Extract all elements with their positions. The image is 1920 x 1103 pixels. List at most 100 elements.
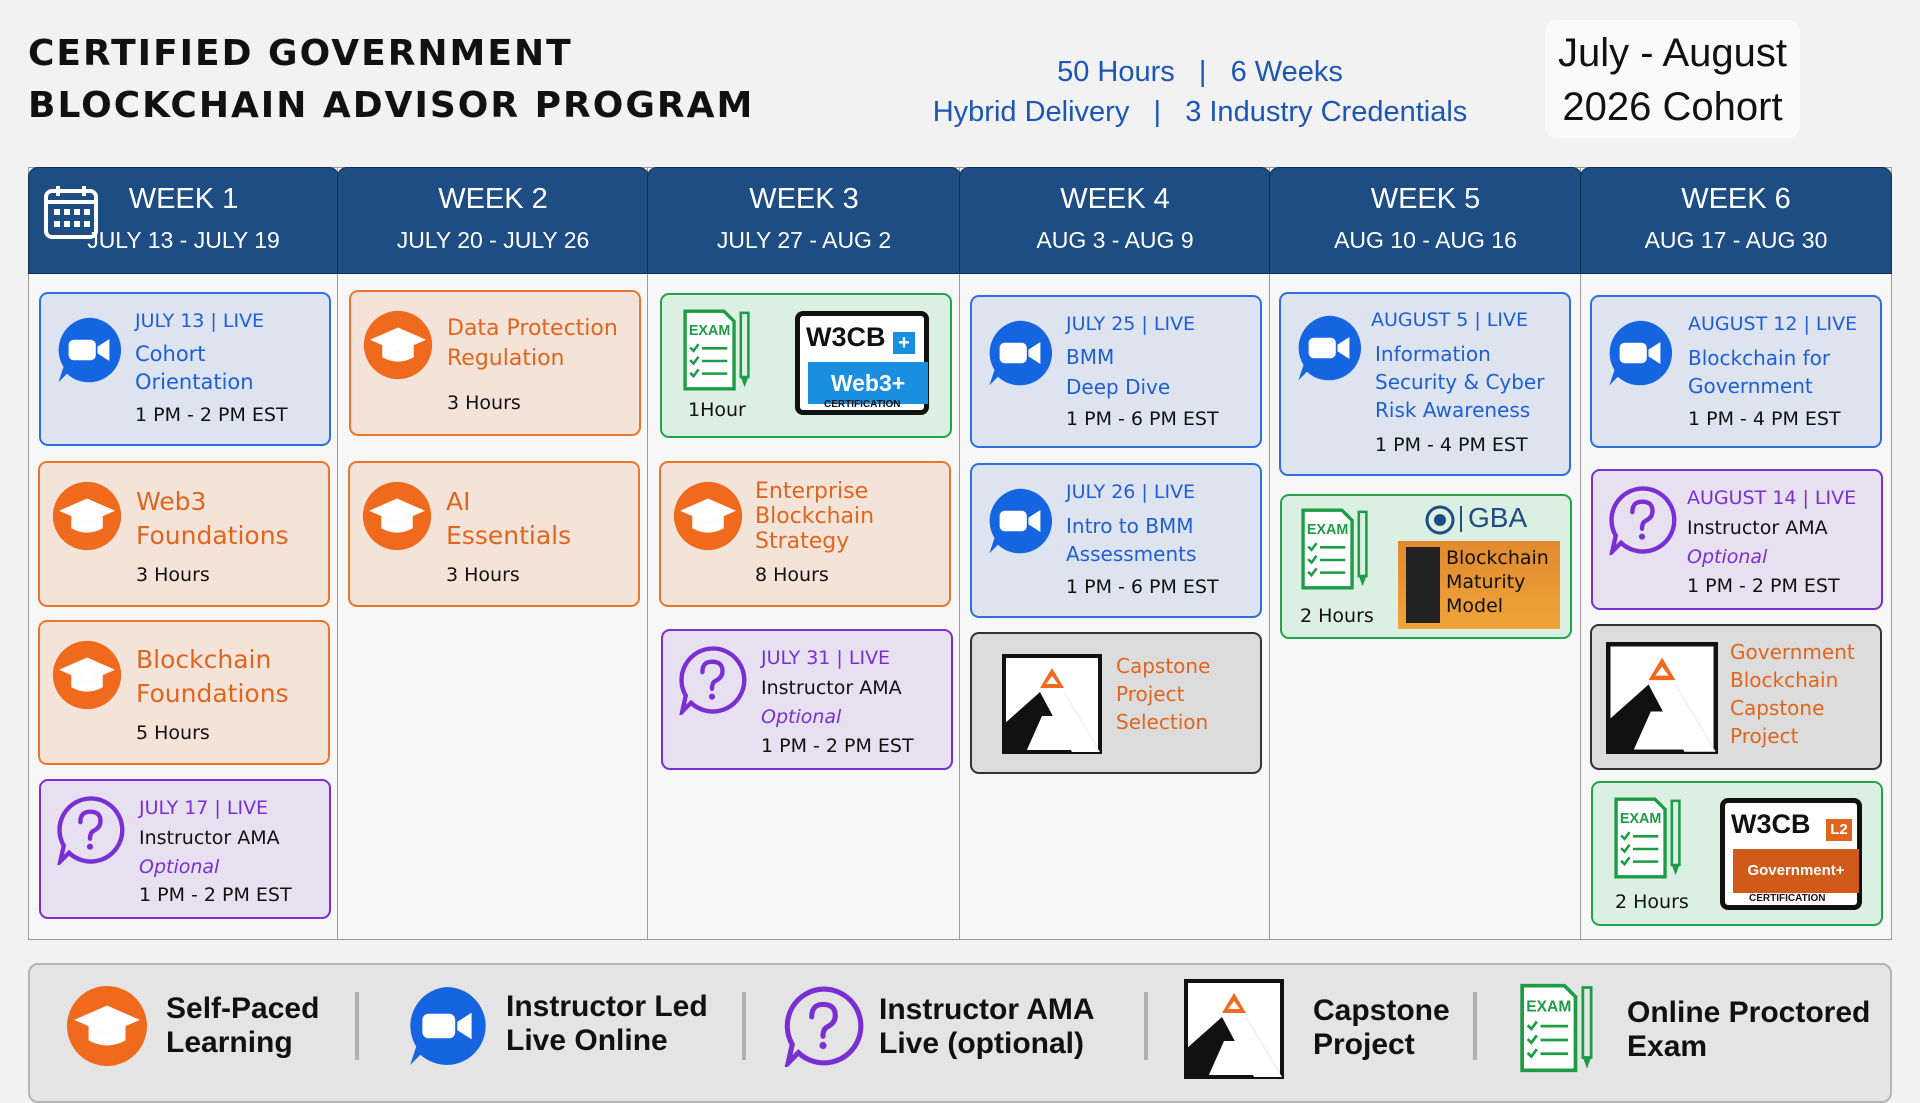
legend-separator <box>1473 992 1477 1060</box>
legend-ama-line-1: Instructor AMA <box>879 993 1095 1026</box>
certification-label: CERTIFICATION <box>824 399 901 410</box>
legend-instructor-ama: Instructor AMA Live (optional) <box>879 993 1095 1061</box>
legend-capstone: Capstone Project <box>1313 994 1450 1062</box>
week-2-header: WEEK 2 JULY 20 - JULY 26 <box>337 167 649 274</box>
week-dates: AUG 17 - AUG 30 <box>1644 227 1828 253</box>
course-card-web3-foundations[interactable]: Web3 Foundations 3 Hours <box>38 461 330 607</box>
session-time: 1 PM - 6 PM EST <box>1066 408 1219 430</box>
title-line-2: BLOCKCHAIN ADVISOR PROGRAM <box>28 85 755 126</box>
course-card-enterprise-blockchain[interactable]: Enterprise Blockchain Strategy 8 Hours <box>659 461 951 607</box>
session-time: 1 PM - 2 PM EST <box>139 884 292 906</box>
exam-sheet-icon <box>1514 982 1602 1074</box>
graduation-cap-icon <box>66 985 148 1067</box>
session-date: AUGUST 12 | LIVE <box>1688 313 1858 335</box>
week-dates: JULY 20 - JULY 26 <box>396 227 590 253</box>
video-call-icon <box>1606 319 1674 387</box>
session-optional: Optional <box>1687 546 1768 568</box>
capstone-title-4: Project <box>1730 724 1799 748</box>
week-dates: AUG 10 - AUG 16 <box>1334 227 1517 253</box>
week-1-header: WEEK 1 JULY 13 - JULY 19 <box>28 167 339 274</box>
course-hours: 8 Hours <box>755 564 829 586</box>
exam-sheet-icon <box>1611 793 1687 883</box>
session-card-instructor-ama-w6[interactable]: AUGUST 14 | LIVE Instructor AMA Optional… <box>1591 469 1883 610</box>
w3cb-certification-logo: W3CB + Web3+ CERTIFICATION <box>795 311 929 415</box>
session-card-blockchain-for-government[interactable]: AUGUST 12 | LIVE Blockchain for Governme… <box>1590 295 1882 448</box>
session-title: Instructor AMA <box>139 827 280 849</box>
week-label: WEEK 3 <box>749 183 859 215</box>
session-card-cohort-orientation[interactable]: JULY 13 | LIVE Cohort Orientation 1 PM -… <box>39 292 331 446</box>
course-hours: 3 Hours <box>136 564 210 586</box>
course-title-1: Web3 <box>136 487 207 516</box>
session-title-1: BMM <box>1066 345 1115 369</box>
bmm-logo: Blockchain Maturity Model <box>1398 541 1560 629</box>
capstone-title-1: Government <box>1730 640 1855 664</box>
legend-instructor-line-2: Live Online <box>506 1024 668 1057</box>
session-title-3: Risk Awareness <box>1375 398 1531 422</box>
exam-card-government-plus[interactable]: 2 Hours W3CB L2 Government+ CERTIFICATIO… <box>1591 781 1883 926</box>
exam-hours: 2 Hours <box>1300 605 1374 627</box>
stats-line-1: 50 Hours | 6 Weeks <box>1057 56 1343 88</box>
course-card-data-protection[interactable]: Data Protection Regulation 3 Hours <box>349 290 641 436</box>
calendar-icon <box>44 186 98 239</box>
capstone-card-government[interactable]: Government Blockchain Capstone Project <box>1590 624 1882 770</box>
session-date: AUGUST 14 | LIVE <box>1687 487 1857 509</box>
capstone-card-selection[interactable]: Capstone Project Selection <box>970 632 1262 774</box>
w3cb-l2-certification-logo: W3CB L2 Government+ CERTIFICATION <box>1720 798 1862 910</box>
certification-label: CERTIFICATION <box>1749 893 1826 904</box>
course-hours: 3 Hours <box>447 392 521 414</box>
graduation-cap-icon <box>52 640 122 710</box>
capstone-icon <box>1606 642 1718 754</box>
week-4-header: WEEK 4 AUG 3 - AUG 9 <box>959 167 1271 274</box>
session-date: AUGUST 5 | LIVE <box>1371 309 1529 331</box>
session-title-1: Blockchain for <box>1688 346 1831 370</box>
session-card-instructor-ama-w3[interactable]: JULY 31 | LIVE Instructor AMA Optional 1… <box>661 629 953 770</box>
graduation-cap-icon <box>52 481 122 551</box>
government-plus-badge: Government+ <box>1733 849 1859 893</box>
session-date: JULY 25 | LIVE <box>1066 313 1196 335</box>
gba-logo-text: GBA <box>1468 502 1528 533</box>
session-time: 1 PM - 2 PM EST <box>1687 575 1840 597</box>
session-card-bmm-deep-dive[interactable]: JULY 25 | LIVE BMM Deep Dive 1 PM - 6 PM… <box>970 295 1262 448</box>
week-5-header: WEEK 5 AUG 10 - AUG 16 <box>1269 167 1582 274</box>
course-card-ai-essentials[interactable]: AI Essentials 3 Hours <box>348 461 640 607</box>
course-title-2: Foundations <box>136 521 289 550</box>
session-card-intro-bmm-assessments[interactable]: JULY 26 | LIVE Intro to BMM Assessments … <box>970 463 1262 618</box>
session-title: Instructor AMA <box>761 677 902 699</box>
cohort-badge: July - August 2026 Cohort <box>1545 20 1800 138</box>
week-dates: AUG 3 - AUG 9 <box>1036 227 1194 253</box>
session-card-security-cyber[interactable]: AUGUST 5 | LIVE Information Security & C… <box>1279 292 1571 476</box>
exam-card-web3-plus[interactable]: 1Hour W3CB + Web3+ CERTIFICATION <box>660 293 952 438</box>
bmm-emblem-icon <box>1406 547 1440 623</box>
session-title: Instructor AMA <box>1687 517 1828 539</box>
course-title-2: Foundations <box>136 679 289 708</box>
stats-line-2: Hybrid Delivery | 3 Industry Credentials <box>932 96 1468 128</box>
question-bubble-icon <box>677 645 747 715</box>
exam-card-gba-bmm[interactable]: 2 Hours GBA Blockchain Maturity Model <box>1280 494 1572 639</box>
week-6-header: WEEK 6 AUG 17 - AUG 30 <box>1580 167 1892 274</box>
capstone-icon <box>1184 979 1284 1079</box>
video-call-icon <box>406 985 488 1067</box>
capstone-title-1: Capstone <box>1116 654 1211 678</box>
week-label: WEEK 2 <box>438 183 548 215</box>
capstone-icon <box>1002 654 1102 754</box>
session-title-2: Security & Cyber <box>1375 370 1545 394</box>
session-time: 1 PM - 2 PM EST <box>135 404 288 426</box>
question-bubble-icon <box>782 985 864 1067</box>
course-hours: 5 Hours <box>136 722 210 744</box>
week-label: WEEK 1 <box>128 183 239 215</box>
session-date: JULY 17 | LIVE <box>139 797 269 819</box>
question-bubble-icon <box>1607 485 1677 555</box>
session-card-instructor-ama-w1[interactable]: JULY 17 | LIVE Instructor AMA Optional 1… <box>39 779 331 919</box>
course-hours: 3 Hours <box>446 564 520 586</box>
course-card-blockchain-foundations[interactable]: Blockchain Foundations 5 Hours <box>38 620 330 765</box>
course-title-3: Strategy <box>755 529 850 554</box>
capstone-title-2: Blockchain <box>1730 668 1839 692</box>
gba-globe-icon <box>1425 505 1455 535</box>
legend-exam-line-1: Online Proctored <box>1627 996 1871 1029</box>
course-title-2: Blockchain <box>755 504 875 529</box>
session-time: 1 PM - 2 PM EST <box>761 735 914 757</box>
session-title-1: Cohort <box>135 342 206 366</box>
exam-hours: 1Hour <box>688 399 746 421</box>
course-title-1: Enterprise <box>755 479 869 504</box>
graduation-cap-icon <box>362 481 432 551</box>
